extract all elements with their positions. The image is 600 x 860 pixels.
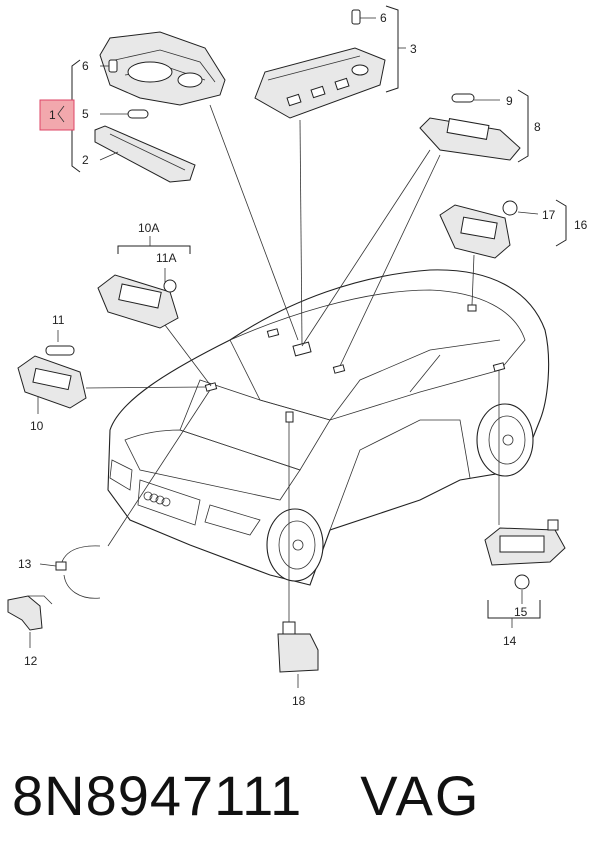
- callout-10a: 10A: [138, 221, 159, 235]
- windshield: [179, 379, 331, 471]
- lamp-10a-assembly: 10A 11A: [97, 221, 191, 329]
- callout-1-pointer: [57, 105, 65, 123]
- grille: [137, 479, 201, 526]
- marker-lamp16: [467, 304, 477, 312]
- callout-16: 16: [574, 218, 588, 232]
- switch-18-plunger: [282, 621, 296, 635]
- callout-2: 2: [82, 153, 89, 167]
- bulb-9: [451, 93, 475, 103]
- audi-rings-icon: [143, 491, 171, 507]
- callout-8: 8: [534, 120, 541, 134]
- callout-9: 9: [506, 94, 513, 108]
- bracket-8: [517, 89, 529, 163]
- bulb-6-top: [351, 9, 361, 25]
- car-outline: [107, 269, 550, 586]
- bulb-15: [514, 574, 530, 590]
- bulb-11: [45, 345, 75, 356]
- callout-12: 12: [24, 654, 38, 668]
- reading-light-assembly: 6 3: [254, 5, 417, 119]
- callout-3: 3: [410, 42, 417, 56]
- callout-11: 11: [52, 313, 65, 327]
- bracket-10a: [117, 245, 191, 254]
- highlight-box: [39, 99, 75, 131]
- lamp-16-assembly: 17 16: [439, 199, 588, 259]
- marker-dome: [266, 328, 280, 338]
- callout-14: 14: [503, 634, 517, 648]
- reading-light-housing: [254, 47, 386, 119]
- switch-18-assembly: 18: [277, 621, 319, 708]
- lamp-14-assembly: 15 14: [484, 519, 566, 648]
- part-caption: 8N8947111 VAG: [0, 750, 600, 840]
- car-roof: [229, 289, 526, 421]
- front-wheel: [266, 508, 324, 582]
- marker-lamp14: [492, 362, 506, 372]
- door-switch-12-assembly: 13 12: [7, 545, 101, 668]
- bracket-14: [487, 600, 541, 619]
- callout-18: 18: [292, 694, 306, 708]
- lens-2: [94, 125, 196, 183]
- headlight-left: [109, 459, 133, 491]
- marker-lamp10: [204, 382, 218, 392]
- switch-12: [7, 595, 43, 631]
- callout-15: 15: [514, 605, 528, 619]
- headlight-right: [204, 504, 261, 536]
- marker-switch18: [285, 411, 294, 423]
- callout-5: 5: [82, 107, 89, 121]
- bulb-6: [108, 59, 118, 73]
- callout-6-left: 6: [82, 59, 89, 73]
- marker-lamp8: [332, 364, 346, 374]
- manufacturer: VAG: [360, 763, 481, 827]
- switch-18-body: [277, 633, 319, 673]
- part-number: 8N8947111: [12, 763, 303, 827]
- callout-10: 10: [30, 419, 44, 433]
- callout-1: 1: [49, 108, 56, 122]
- rear-wheel: [476, 403, 534, 477]
- callout-6-top: 6: [380, 11, 387, 25]
- bracket-3: [385, 5, 399, 93]
- dome-light-assembly: 1 6 5 2: [39, 31, 226, 183]
- leader-lines: [85, 104, 500, 622]
- callout-11a: 11A: [156, 251, 176, 265]
- bulb-17: [502, 200, 518, 216]
- lamp-8-assembly: 9 8: [419, 89, 541, 163]
- bulb-5: [127, 109, 149, 119]
- callout-17: 17: [542, 208, 556, 222]
- marker-reading: [292, 341, 312, 357]
- callout-13: 13: [18, 557, 32, 571]
- lamp-8-housing: [419, 117, 521, 161]
- lamp-10-assembly: 11 10: [17, 313, 87, 433]
- bracket-16: [555, 199, 567, 247]
